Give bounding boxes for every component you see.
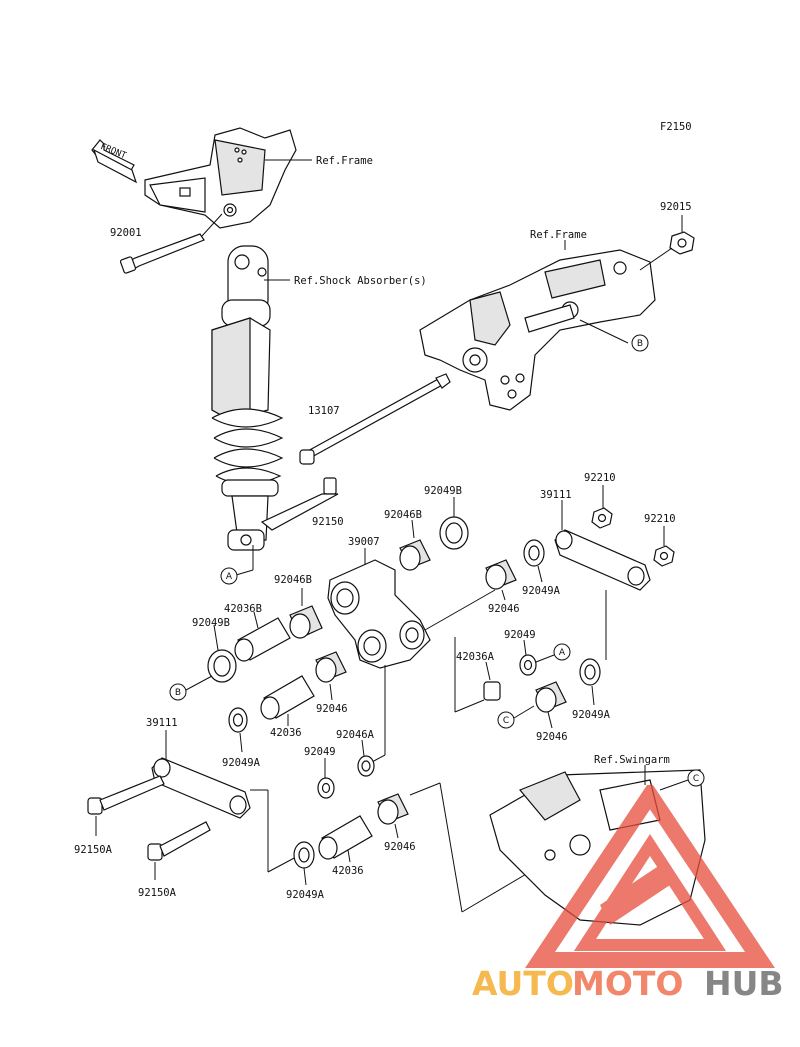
tie-rod-39111-top: [554, 529, 651, 591]
label-13107: 13107: [308, 405, 340, 417]
automotohub-watermark: AUTO MOTO HUB: [472, 785, 784, 1003]
label-42036a: 42036A: [456, 651, 495, 663]
watermark-auto: AUTO: [472, 964, 574, 1003]
label-92001: 92001: [110, 227, 142, 239]
label-92046a: 92046A: [336, 729, 375, 741]
shock-absorber: [211, 245, 284, 551]
collar-92049a-r2: [579, 658, 601, 686]
frame-right: [419, 249, 656, 411]
label-42036-b: 42036: [332, 865, 364, 877]
figure-code: F2150: [660, 121, 692, 133]
label-39111-top: 39111: [540, 489, 572, 501]
bearing-92046-l: [315, 651, 347, 683]
label-92046b-top: 92046B: [384, 509, 422, 521]
label-39007: 39007: [348, 536, 380, 548]
svg-text:C: C: [693, 774, 699, 784]
nut-92015-icon: [669, 231, 695, 255]
label-92015: 92015: [660, 201, 692, 213]
front-arrow-icon: FRONT: [91, 139, 138, 184]
label-92150a-b: 92150A: [138, 887, 177, 899]
bearing-92046b-mid: [289, 605, 323, 639]
label-92046-b: 92046: [384, 841, 416, 853]
spacer-42036a: [483, 681, 501, 701]
callout-c-swingarm: C: [687, 769, 705, 787]
ref-swingarm: Ref.Swingarm: [594, 754, 670, 766]
bolt-92150-icon: [260, 477, 339, 531]
label-92049-m: 92049: [304, 746, 336, 758]
sleeve-42036-l: [260, 675, 315, 720]
frame-bracket-top: [144, 127, 297, 229]
rocker-arm-39007: [327, 559, 431, 669]
callout-c-center: C: [497, 711, 515, 729]
label-92150a-a: 92150A: [74, 844, 113, 856]
svg-text:B: B: [637, 339, 643, 349]
watermark-moto: MOTO: [572, 964, 683, 1003]
bolt-92001-icon: [119, 233, 205, 274]
callout-b-frame: B: [631, 334, 649, 352]
callout-a-shock: A: [220, 567, 238, 585]
sleeve-42036b: [234, 617, 291, 662]
label-92046-r1: 92046: [488, 603, 520, 615]
svg-text:C: C: [503, 716, 509, 726]
washer-92049-m: [317, 777, 335, 799]
label-92049-r: 92049: [504, 629, 536, 641]
bearing-92046-r1: [485, 559, 517, 590]
label-92049a-b: 92049A: [286, 889, 325, 901]
ref-frame-top: Ref.Frame: [316, 155, 373, 167]
label-92046-c: 92046: [536, 731, 568, 743]
bearing-92046b-top: [399, 539, 431, 571]
callout-a-right: A: [553, 643, 571, 661]
bolt-92150a-b-icon: [147, 821, 211, 861]
callout-b-left: B: [169, 683, 187, 701]
collar-92049b-top: [439, 516, 469, 550]
label-42036b: 42036B: [224, 603, 262, 615]
shock-spring: [211, 408, 284, 485]
collar-92049a-r1: [523, 539, 545, 567]
watermark-triangle-icon: [525, 785, 775, 968]
label-92049a-l: 92049A: [222, 757, 261, 769]
bolt-92150a-a-icon: [87, 775, 165, 815]
label-92210-b: 92210: [644, 513, 676, 525]
svg-text:A: A: [226, 572, 233, 582]
svg-text:A: A: [559, 648, 566, 658]
label-42036-l: 42036: [270, 727, 302, 739]
collar-92049a-b: [293, 841, 315, 869]
bolt-13107-icon: [299, 373, 451, 465]
washer-92049-r: [519, 654, 537, 676]
label-92049a-r1: 92049A: [522, 585, 561, 597]
bearing-92046a: [357, 755, 375, 777]
label-39111-bottom: 39111: [146, 717, 178, 729]
svg-text:B: B: [175, 688, 181, 698]
collar-92049b-left: [207, 649, 237, 683]
label-92049b-top: 92049B: [424, 485, 462, 497]
bearing-92046-c: [535, 681, 567, 713]
nut-92210-b-icon: [653, 545, 675, 567]
label-92049a-r2: 92049A: [572, 709, 611, 721]
collar-92049a-l: [228, 707, 248, 733]
label-92150: 92150: [312, 516, 344, 528]
label-92046-l: 92046: [316, 703, 348, 715]
label-92210-a: 92210: [584, 472, 616, 484]
nut-92210-a-icon: [591, 507, 613, 529]
label-92049b-left: 92049B: [192, 617, 230, 629]
ref-shock-absorber: Ref.Shock Absorber(s): [294, 275, 427, 287]
label-92046b-mid: 92046B: [274, 574, 312, 586]
bearing-92046-b: [377, 793, 409, 825]
sleeve-42036-b: [318, 815, 373, 860]
watermark-hub: HUB: [704, 964, 784, 1003]
ref-frame-right: Ref.Frame: [530, 229, 587, 241]
